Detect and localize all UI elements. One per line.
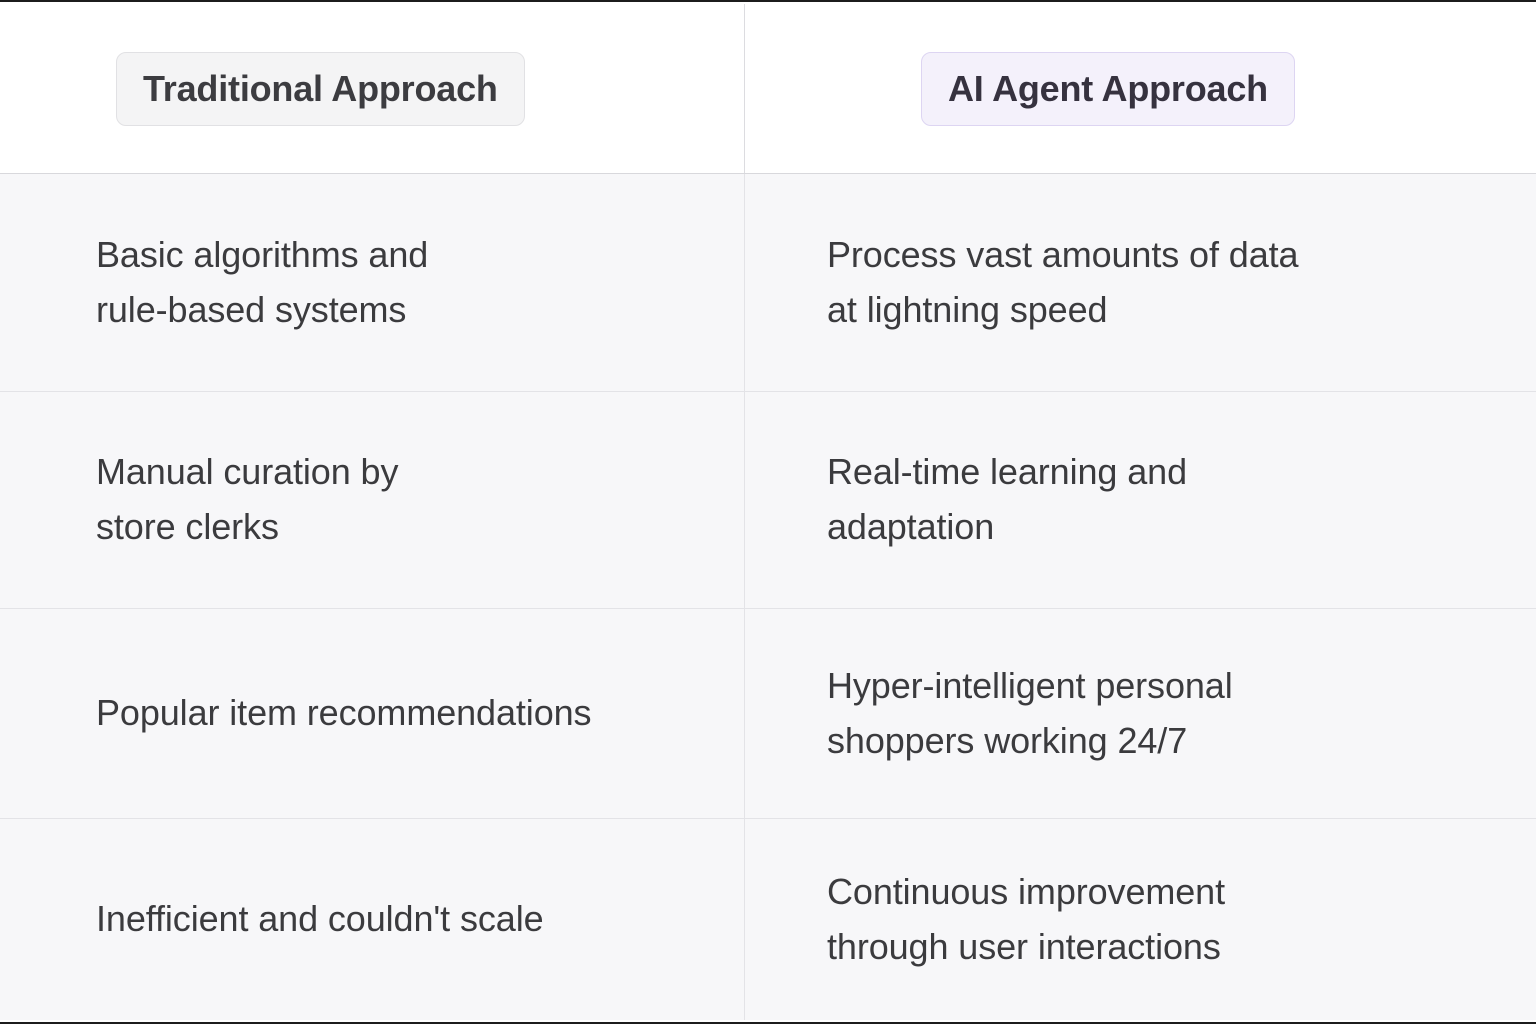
- cell-text: Manual curation by store clerks: [96, 451, 399, 547]
- cell-text: Hyper-intelligent personal shoppers work…: [827, 664, 1233, 761]
- comparison-table: Traditional Approach AI Agent Approach B…: [0, 4, 1536, 1022]
- header-cell-ai-agent: AI Agent Approach: [745, 4, 1536, 173]
- header-cell-traditional: Traditional Approach: [0, 4, 745, 173]
- cell-traditional-3: Popular item recommendations: [0, 609, 745, 818]
- table-row: Popular item recommendations Hyper-intel…: [0, 609, 1536, 819]
- table-row: Inefficient and couldn't scale Continuou…: [0, 819, 1536, 1020]
- cell-text: Process vast amounts of data at lightnin…: [827, 233, 1299, 330]
- cell-text: Popular item recommendations: [96, 692, 592, 734]
- table-header-row: Traditional Approach AI Agent Approach: [0, 4, 1536, 174]
- cell-text: Inefficient and couldn't scale: [96, 898, 544, 940]
- table-row: Manual curation by store clerks Real-tim…: [0, 392, 1536, 609]
- cell-traditional-2: Manual curation by store clerks: [0, 392, 745, 608]
- column-header-badge-traditional: Traditional Approach: [116, 51, 525, 126]
- cell-ai-agent-3: Hyper-intelligent personal shoppers work…: [745, 609, 1536, 818]
- cell-text: Real-time learning and adaptation: [827, 451, 1187, 547]
- table-row: Basic algorithms and rule-based systems …: [0, 174, 1536, 392]
- column-header-badge-ai-agent: AI Agent Approach: [921, 51, 1295, 126]
- cell-ai-agent-1: Process vast amounts of data at lightnin…: [745, 174, 1536, 391]
- cell-ai-agent-4: Continuous improvement through user inte…: [745, 819, 1536, 1020]
- cell-text: Basic algorithms and rule-based systems: [96, 233, 429, 330]
- cell-text: Continuous improvement through user inte…: [827, 870, 1226, 967]
- cell-ai-agent-2: Real-time learning and adaptation: [745, 392, 1536, 608]
- cell-traditional-4: Inefficient and couldn't scale: [0, 819, 745, 1020]
- cell-traditional-1: Basic algorithms and rule-based systems: [0, 174, 745, 391]
